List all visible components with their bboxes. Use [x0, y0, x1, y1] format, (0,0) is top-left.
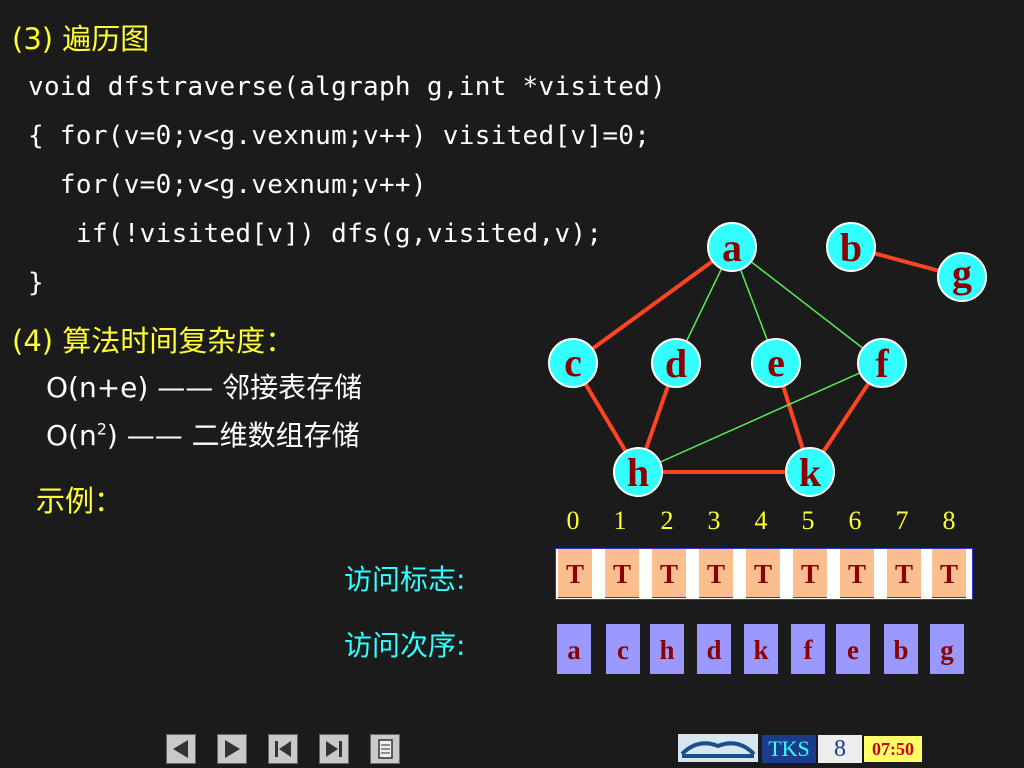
back-edge-h-f [637, 362, 883, 473]
svg-text:d: d [665, 341, 687, 386]
code-line-3: for(v=0;v<g.vexnum;v++) [28, 170, 427, 200]
visited-flag-cell: T [793, 548, 827, 598]
svg-text:a: a [722, 225, 742, 270]
code-line-4: if(!visited[v]) dfs(g,visited,v); [28, 219, 603, 249]
complexity-adjacency-list: O(n+e) —— 邻接表存储 [46, 371, 363, 404]
complexity-matrix: O(n2) —— 二维数组存储 [46, 419, 360, 452]
visited-flag-cell: T [558, 548, 592, 598]
visit-order-cell: f [791, 624, 825, 674]
first-slide-button[interactable] [268, 734, 298, 764]
skip-back-icon [275, 741, 291, 757]
node-h: h [613, 447, 663, 497]
visit-order-cell: d [697, 624, 731, 674]
index-label: 6 [848, 506, 862, 535]
visit-order-cell: g [930, 624, 964, 674]
node-e: e [751, 338, 801, 388]
index-label: 8 [942, 506, 956, 535]
index-label: 1 [613, 506, 627, 535]
clock-time: 07:50 [864, 736, 922, 762]
order-label: 访问次序: [344, 629, 466, 662]
visited-flag-cell: T [652, 548, 686, 598]
visited-flag-cell: T [932, 548, 966, 598]
big-o-symbol: O [46, 371, 69, 404]
tree-edge-a-c [571, 245, 734, 365]
big-o-symbol: O [46, 419, 69, 452]
back-edge-a-f [731, 246, 883, 364]
section-4-title: (4) 算法时间复杂度： [12, 324, 295, 358]
node-f: f [857, 338, 907, 388]
visited-flag-cell: T [887, 548, 921, 598]
visited-flag-cell: T [746, 548, 780, 598]
visited-flag-cell: T [699, 548, 733, 598]
code-line-1: void dfstraverse(algraph g,int *visited) [28, 72, 667, 102]
visit-order-cell: e [836, 624, 870, 674]
svg-text:c: c [564, 340, 582, 385]
triangle-right-icon [225, 740, 240, 758]
index-label: 2 [660, 506, 674, 535]
triangle-left-icon [173, 740, 188, 758]
svg-text:k: k [799, 450, 822, 495]
visited-flag-cell: T [605, 548, 639, 598]
example-label: 示例： [36, 484, 124, 518]
node-c: c [548, 338, 598, 388]
next-slide-button[interactable] [217, 734, 247, 764]
svg-text:f: f [875, 341, 889, 386]
node-g: g [937, 251, 987, 302]
school-logo [678, 734, 758, 762]
node-a: a [707, 222, 757, 272]
tks-badge: TKS [762, 735, 816, 763]
visit-order-cell: k [744, 624, 778, 674]
index-label: 4 [754, 506, 768, 535]
document-button[interactable] [370, 734, 400, 764]
index-label: 5 [801, 506, 815, 535]
visited-label: 访问标志: [344, 563, 466, 596]
visit-order-cell: h [650, 624, 684, 674]
node-b: b [826, 222, 876, 272]
index-label: 0 [566, 506, 580, 535]
node-k: k [785, 447, 835, 497]
document-icon [378, 739, 393, 759]
visit-order-cell: a [557, 624, 591, 674]
logo-emblem-icon [680, 741, 756, 758]
section-3-title: (3) 遍历图 [12, 22, 150, 56]
visit-order-cell: b [884, 624, 918, 674]
svg-text:b: b [840, 225, 862, 270]
last-slide-button[interactable] [319, 734, 349, 764]
visit-order-cell: c [606, 624, 640, 674]
code-line-5: } [28, 268, 44, 298]
skip-forward-icon [326, 741, 342, 757]
page-number: 8 [818, 735, 862, 763]
visited-flag-cell: T [840, 548, 874, 598]
prev-slide-button[interactable] [166, 734, 196, 764]
svg-text:e: e [767, 340, 785, 385]
index-label: 7 [895, 506, 909, 535]
svg-text:h: h [627, 450, 649, 495]
code-line-2: { for(v=0;v<g.vexnum;v++) visited[v]=0; [28, 121, 651, 151]
node-d: d [651, 338, 701, 388]
svg-text:g: g [952, 251, 972, 296]
index-label: 3 [707, 506, 721, 535]
